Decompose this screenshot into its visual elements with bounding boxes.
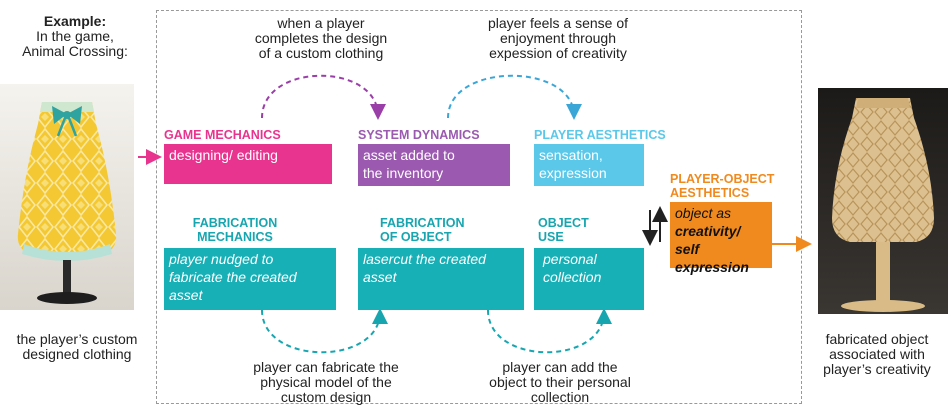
fabricated-caption: fabricated object associated with player… [806,332,948,377]
fabrication-mechanics-box: player nudged to fabricate the created a… [164,248,336,310]
box-text: personal [543,251,597,267]
system-dynamics-header: SYSTEM DYNAMICS [358,128,480,142]
arc-dynamics-to-aesthetics [447,74,582,120]
example-header: Example: In the game, Animal Crossing: [0,14,150,59]
example-line1: In the game, [36,28,114,44]
system-dynamics-box: asset added to the inventory [358,144,510,186]
note-line: of a custom clothing [258,45,384,61]
header-line: PLAYER-OBJECT [670,172,775,186]
note-line: when a player [277,15,365,31]
box-text: lasercut the created asset [363,251,486,285]
fabrication-of-object-box: lasercut the created asset [358,248,524,310]
note-top-left: when a player completes the design of a … [228,16,414,61]
box-text: sensation, [539,147,603,163]
header-line: OBJECT [538,216,589,230]
note-line: custom design [280,389,372,405]
header-line: MECHANICS [197,230,273,244]
header-line: AESTHETICS [670,186,750,200]
fabrication-of-object-header: FABRICATION OF OBJECT [380,216,465,244]
game-mechanics-header: GAME MECHANICS [164,128,281,142]
box-text: asset [169,287,203,303]
note-line: object to their personal [489,374,631,390]
arc-fab-mechanics-to-fab-object [261,308,388,354]
box-text: collection [543,269,602,285]
player-aesthetics-header: PLAYER AESTHETICS [534,128,666,142]
fabricated-caption-line2: associated with [829,346,925,362]
box-text: fabricate the created [169,269,297,285]
player-object-aesthetics-header: PLAYER-OBJECT AESTHETICS [670,172,774,200]
fabrication-mechanics-header: FABRICATION MECHANICS [170,216,300,244]
box-text: player nudged to [169,251,274,267]
header-line: FABRICATION [380,216,465,230]
diagram-frame [156,10,802,404]
note-line: physical model of the [260,374,392,390]
example-caption-line2: designed clothing [22,346,132,362]
note-line: player can fabricate the [253,359,399,375]
box-text: the inventory [363,165,444,181]
note-line: player can add the [502,359,618,375]
game-mechanics-box: designing/ editing [164,144,332,184]
header-line: OF OBJECT [380,230,452,244]
example-caption: the player’s custom designed clothing [0,332,154,362]
note-top-right: player feels a sense of enjoyment throug… [458,16,658,61]
note-line: enjoyment through [500,30,616,46]
box-text-bold-italic: creativity/ self [675,223,741,257]
header-line: USE [538,230,564,244]
box-text: designing/ editing [169,147,278,163]
example-caption-line1: the player’s custom [16,331,138,347]
note-bottom-left: player can fabricate the physical model … [226,360,426,405]
arc-fab-object-to-object-use [487,308,612,354]
note-line: expession of creativity [489,45,627,61]
player-aesthetics-box: sensation, expression [534,144,644,186]
object-use-header: OBJECT USE [538,216,589,244]
custom-clothing-image [0,84,134,310]
box-text: asset added to [363,147,455,163]
note-bottom-right: player can add the object to their perso… [470,360,650,405]
note-line: completes the design [254,30,388,46]
arc-mechanics-to-dynamics [261,74,386,120]
fabricated-caption-line3: player’s creativity [823,361,931,377]
box-text-italic: object as [675,205,732,221]
box-text-bold-italic: expression [675,259,749,275]
box-text: expression [539,165,607,181]
example-line2: Animal Crossing: [22,43,128,59]
header-line: FABRICATION [192,216,278,230]
example-title: Example: [43,13,107,29]
note-line: collection [530,389,590,405]
object-use-box: personal collection [534,248,644,310]
fabricated-caption-line1: fabricated object [825,331,929,347]
note-line: player feels a sense of [487,15,629,31]
player-object-aesthetics-box: object as creativity/ self expression [670,202,772,275]
fabricated-object-image [818,88,948,314]
